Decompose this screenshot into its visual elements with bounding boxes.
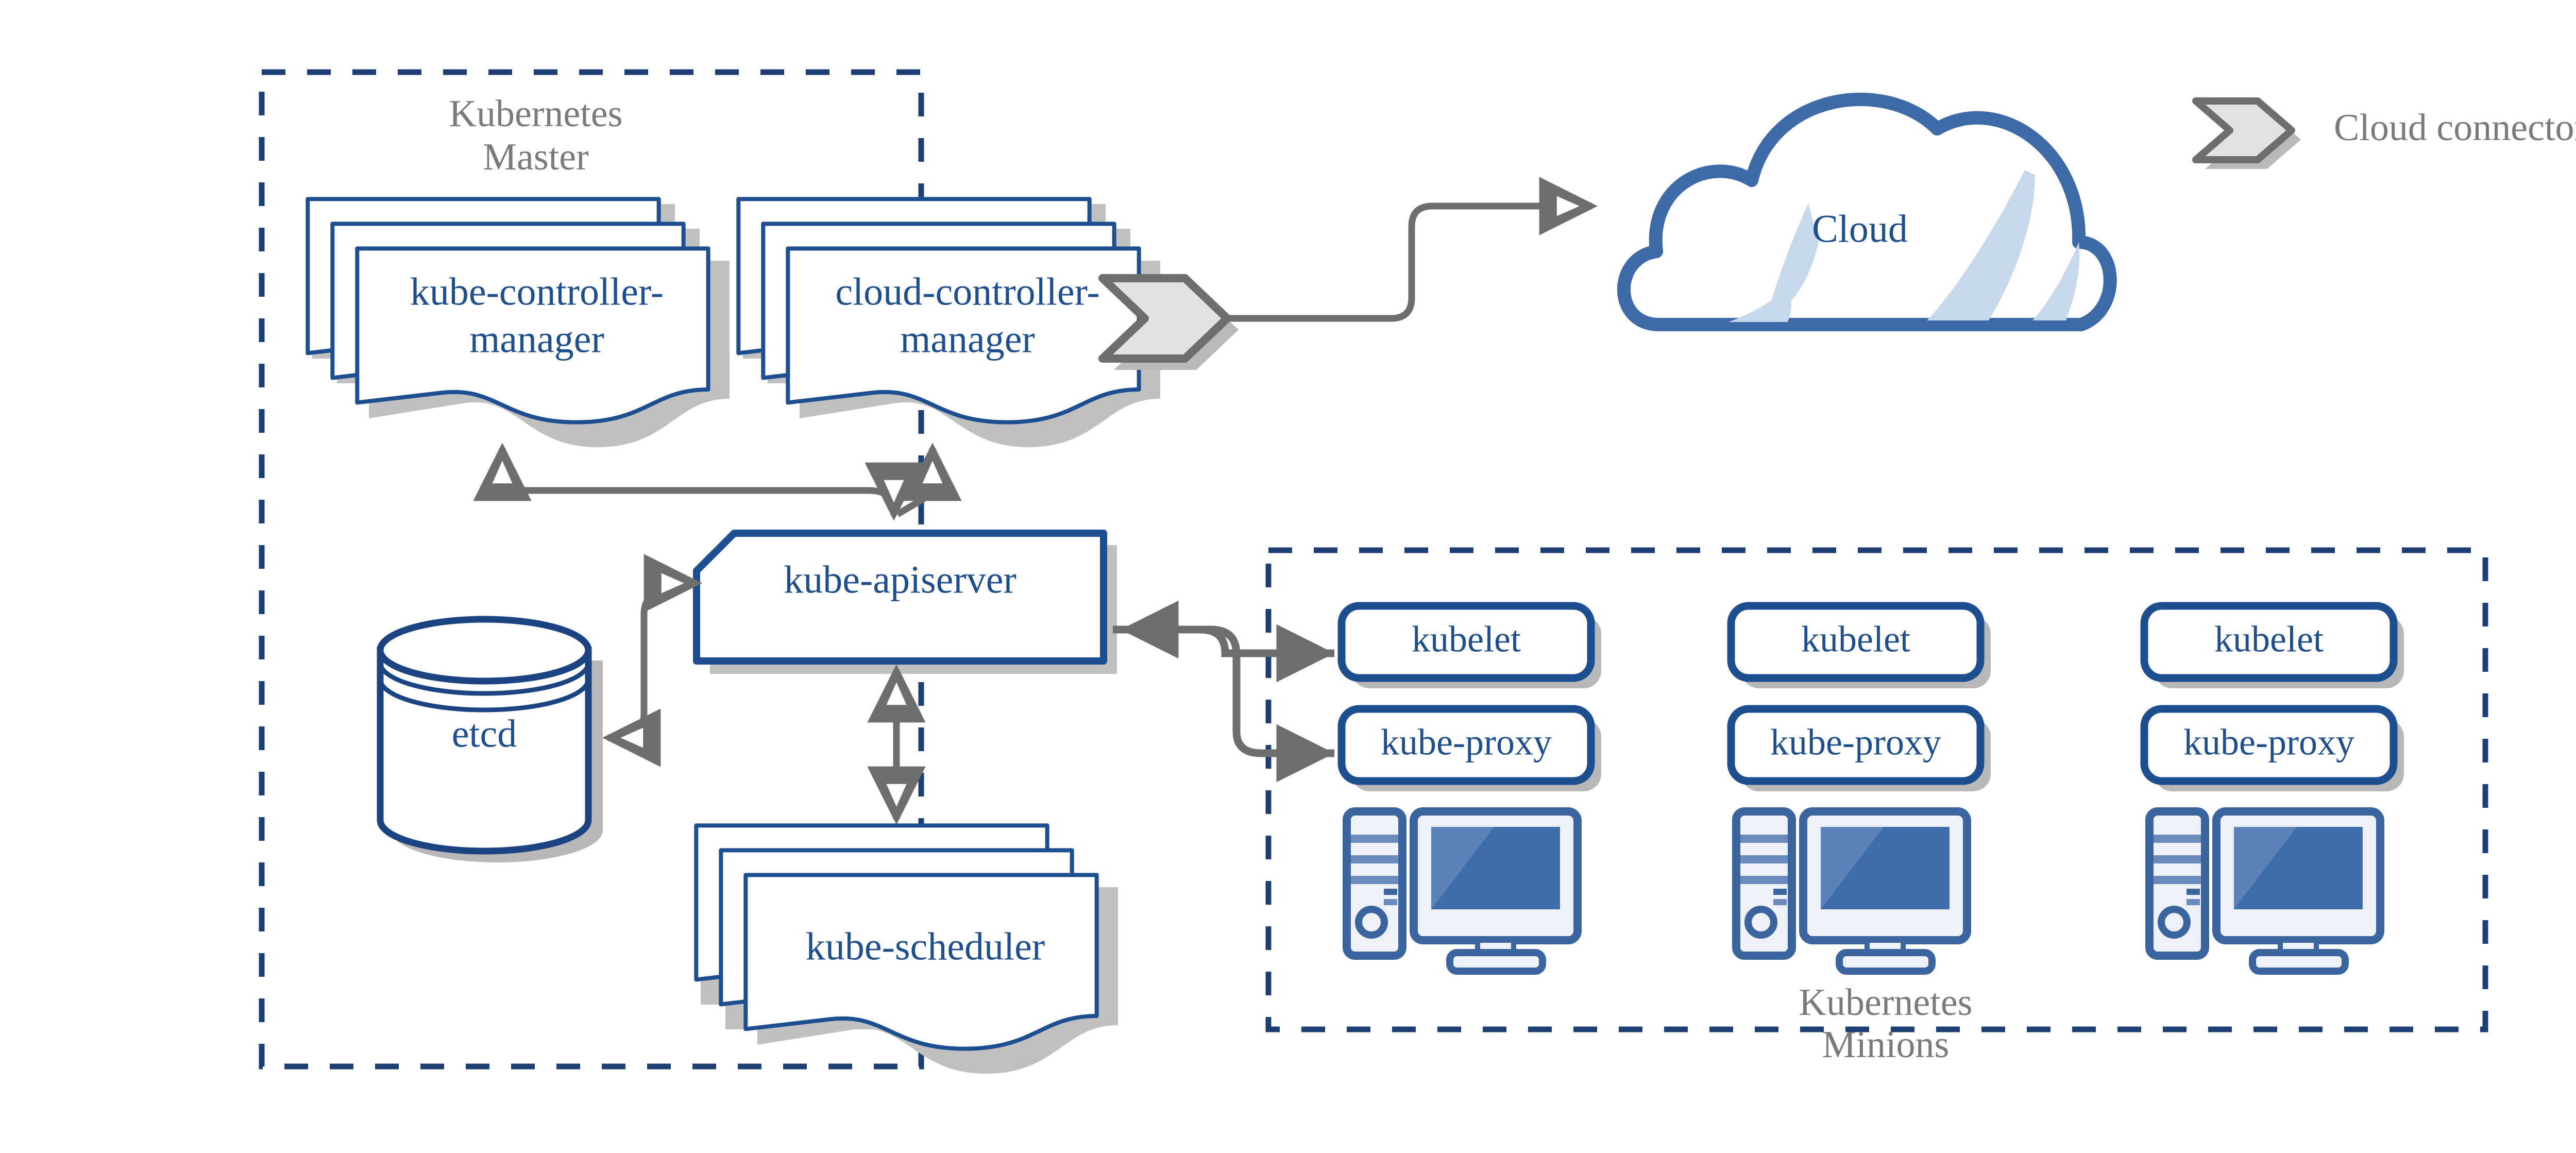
minion2-monitor-glare	[1821, 827, 1884, 909]
kube-scheduler-label: kube-scheduler	[806, 925, 1045, 968]
cloud-connector-chevron	[1098, 274, 1231, 363]
minion2-tower-led-1	[1773, 889, 1787, 895]
minion2-monitor-base	[1836, 949, 1936, 975]
kube-apiserver-node[interactable]: kube-apiserver	[693, 530, 1117, 674]
etcd-rim-line-2	[378, 679, 591, 713]
cloud-controller-manager-label-line1: cloud-controller-	[835, 270, 1099, 313]
cloud-label: Cloud	[1812, 207, 1908, 250]
minion3-kubeproxy-box[interactable]	[2140, 705, 2398, 785]
cloud-accents	[1728, 170, 2080, 322]
minion1-tower-led-1	[1384, 889, 1397, 895]
minion2-tower-led-2	[1773, 899, 1787, 905]
minion2-computer-icon	[1732, 807, 1971, 975]
kube-scheduler-node[interactable]: kube-scheduler	[696, 825, 1118, 1074]
kube-controller-manager-label-line1: kube-controller-	[410, 270, 664, 313]
minion2-tower-stripe-1	[1740, 835, 1788, 843]
minion1-kubelet-box[interactable]	[1337, 602, 1595, 682]
minion3-tower-stripe-3	[2154, 876, 2201, 884]
etcd-rim-line-1	[378, 662, 591, 696]
minion1-kubeproxy-label: kube-proxy	[1381, 722, 1552, 763]
minion3-tower-stripe-2	[2154, 855, 2201, 863]
legend-cloud-connector: Cloud connector	[2192, 97, 2576, 169]
cloud-connector-icon	[1098, 274, 1239, 370]
minions-dashed-border	[1265, 547, 2488, 1032]
minion-node-1: kubelet kube-proxy	[1337, 602, 1601, 975]
etcd-node[interactable]: etcd	[377, 616, 603, 862]
minion2-kubelet-label: kubelet	[1801, 619, 1910, 660]
apiserver-shape	[693, 530, 1107, 665]
connector-apiserver-to-kubelet	[1113, 624, 1334, 683]
minion2-tower-stripe-2	[1740, 855, 1788, 863]
etcd-body	[377, 647, 592, 855]
cloud-controller-manager-label-line2: manager	[900, 317, 1035, 361]
minion3-monitor-glare	[2234, 827, 2297, 909]
connector-kcm-apiserver	[502, 448, 894, 515]
minions-group-label-line2: Minions	[1822, 1024, 1950, 1066]
connector-ccm-to-cloud	[1227, 206, 1592, 322]
connector-apiserver-etcd	[608, 583, 697, 738]
kube-controller-manager-node[interactable]: kube-controller- manager	[308, 199, 730, 447]
minion1-monitor-glare	[1431, 827, 1494, 909]
minion1-tower-led-2	[1384, 899, 1397, 905]
minion3-tower-led-2	[2187, 899, 2200, 905]
connector-ccm-apiserver	[895, 448, 933, 517]
minion2-tower-power-button	[1744, 906, 1777, 939]
etcd-label: etcd	[452, 712, 517, 755]
master-group-label-line2: Master	[483, 136, 589, 178]
minion2-kubeproxy-box[interactable]	[1727, 705, 1985, 785]
legend-cloud-connector-icon	[2192, 97, 2295, 163]
minion3-tower-power-button	[2158, 906, 2191, 939]
minion2-kubeproxy-label: kube-proxy	[1770, 722, 1941, 763]
minions-group-label-line1: Kubernetes	[1799, 981, 1973, 1024]
minion3-monitor-base	[2249, 949, 2349, 975]
cloud-accent-2	[1728, 289, 1791, 322]
kube-controller-manager-label-line2: manager	[469, 317, 604, 361]
minion1-kubelet-label: kubelet	[1412, 619, 1521, 660]
cloud-accent-4	[2032, 242, 2080, 320]
cloud-controller-manager-node[interactable]: cloud-controller- manager	[738, 199, 1160, 447]
legend-cloud-connector-label: Cloud connector	[2334, 107, 2576, 149]
minion3-tower-stripe-1	[2154, 835, 2201, 843]
minion3-tower-led-1	[2187, 889, 2200, 895]
minion2-kubelet-box[interactable]	[1727, 602, 1985, 682]
minion1-tower-stripe-3	[1351, 876, 1398, 884]
minion-node-3: kubelet kube-proxy	[2140, 602, 2404, 975]
minion1-kubeproxy-box[interactable]	[1337, 705, 1595, 785]
minion2-tower-stripe-3	[1740, 876, 1788, 884]
minion3-computer-icon	[2145, 807, 2384, 975]
minion1-tower-power-button	[1355, 906, 1388, 939]
minion1-computer-icon	[1343, 807, 1582, 975]
etcd-top-rim	[377, 616, 592, 685]
kube-apiserver-label: kube-apiserver	[784, 558, 1016, 601]
minion3-kubeproxy-label: kube-proxy	[2183, 722, 2354, 763]
minion3-kubelet-box[interactable]	[2140, 602, 2398, 682]
cloud-accent-3	[1927, 170, 2035, 320]
connector-apiserver-to-kubeproxy	[1118, 625, 1334, 783]
minion1-tower-stripe-2	[1351, 855, 1398, 863]
minion-node-2: kubelet kube-proxy	[1727, 602, 1991, 975]
cloud-accent-1	[1767, 204, 1819, 315]
kubernetes-minions-group: Kubernetes Minions	[1265, 547, 2488, 1066]
minion1-monitor-base	[1446, 949, 1546, 975]
minion1-tower-stripe-1	[1351, 835, 1398, 843]
minion3-kubelet-label: kubelet	[2214, 619, 2324, 660]
cloud-node[interactable]: Cloud	[1617, 92, 2117, 331]
master-group-label-line1: Kubernetes	[449, 93, 623, 135]
